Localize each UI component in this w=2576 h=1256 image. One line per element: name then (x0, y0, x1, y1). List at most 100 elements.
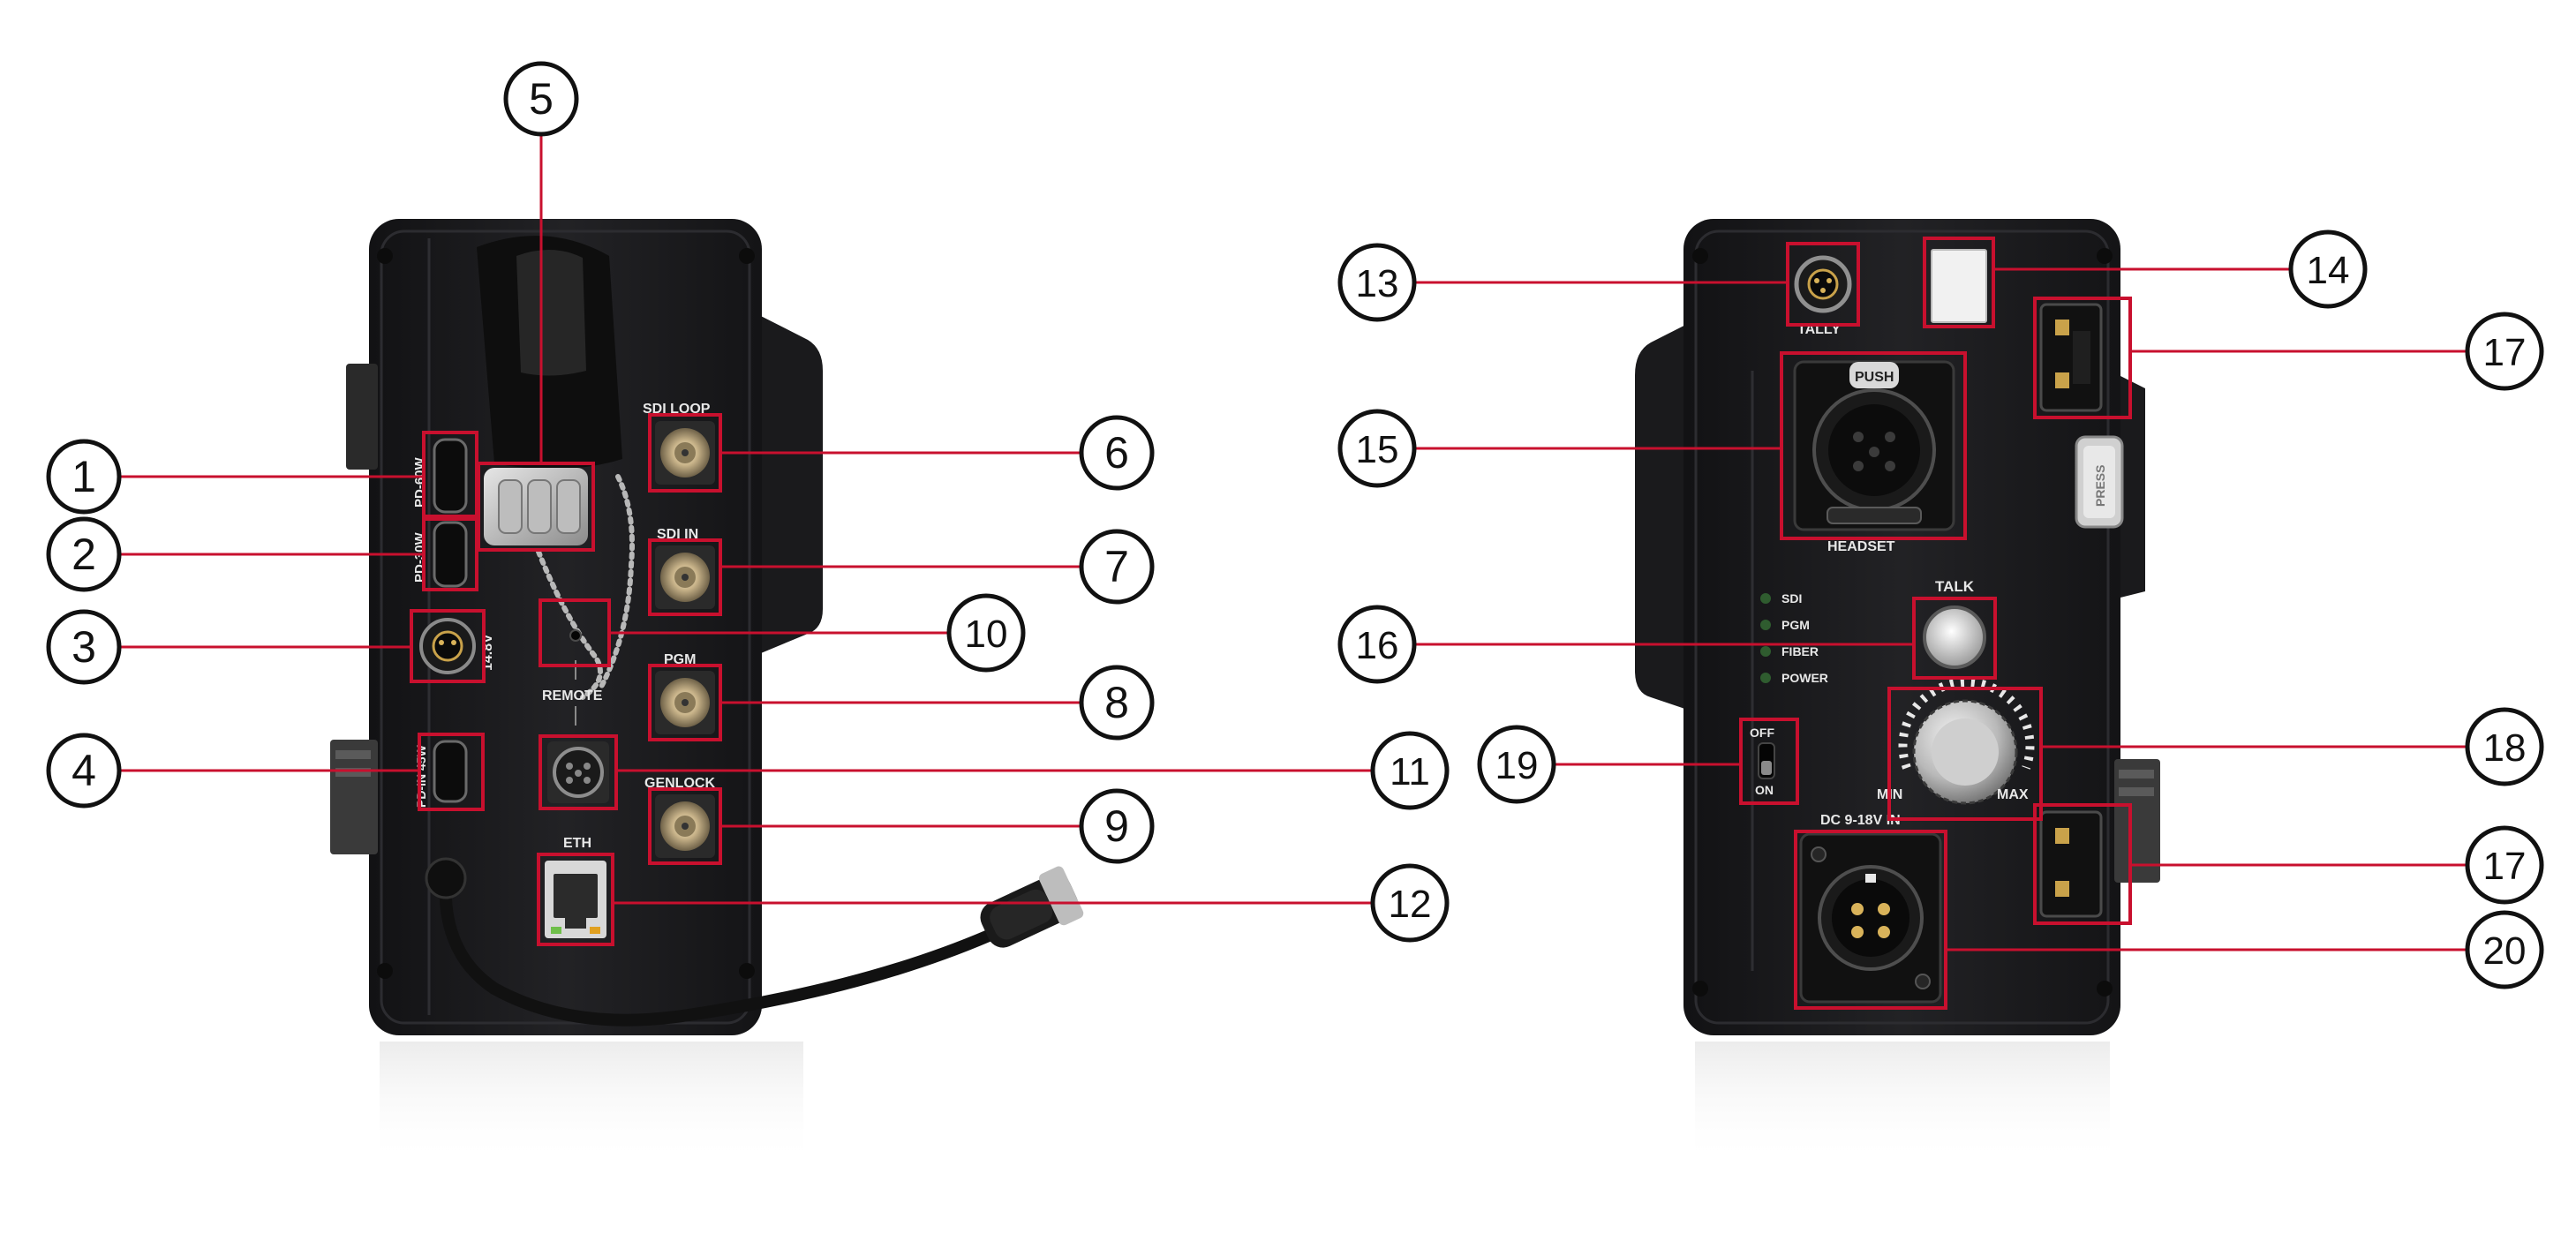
battery-release-button[interactable] (2075, 435, 2124, 529)
power-switch-lever (1761, 761, 1772, 775)
power-cable (439, 872, 995, 1027)
callout-13: 13 (1337, 243, 1417, 322)
right-unit: TALLY PUSH HEADSET SDI PGM FIBER POWER T… (1635, 219, 2160, 1165)
highlight-boxes (410, 237, 2132, 1010)
screw-icon (1692, 981, 1708, 997)
label-max: MAX (1997, 787, 2029, 802)
callout-5-number: 5 (529, 74, 554, 124)
screw-icon (2097, 981, 2113, 997)
volume-knob-cap (1932, 718, 1999, 786)
highlight-15 (1780, 351, 1967, 540)
led-sdi-indicator (1760, 593, 1771, 604)
highlight-7 (648, 538, 722, 616)
ethernet-port[interactable] (545, 861, 606, 938)
label-dc-in: DC 9-18V IN (1820, 813, 1901, 828)
led-power-indicator (1760, 673, 1771, 683)
highlight-14 (1923, 237, 1995, 328)
leader-lines (120, 132, 2467, 951)
callouts: 1 2 3 4 5 6 7 8 (46, 61, 2544, 989)
callout-8-number: 8 (1104, 678, 1129, 727)
callout-12: 12 (1370, 863, 1450, 943)
label-headset: HEADSET (1827, 539, 1895, 554)
highlight-12 (537, 853, 614, 946)
callout-3: 3 (46, 609, 122, 685)
callout-14-number: 14 (2307, 249, 2350, 292)
usb-c-port-pd60[interactable] (433, 438, 468, 514)
dc-in-xlr-connector[interactable] (1799, 832, 1942, 1004)
callout-9: 9 (1079, 788, 1155, 864)
callout-11-number: 11 (1390, 750, 1430, 793)
label-sdi-in: SDI IN (657, 527, 698, 542)
callout-5: 5 (503, 61, 579, 137)
label-press: PRESS (2093, 465, 2107, 507)
callout-1-number: 1 (72, 452, 96, 501)
tally-connector[interactable] (1794, 255, 1852, 313)
talk-button[interactable] (1923, 605, 1986, 669)
dtap-output-top[interactable] (2039, 303, 2103, 412)
callout-2-number: 2 (72, 530, 96, 579)
callout-2: 2 (46, 516, 122, 592)
lemo-14v8-inner (432, 630, 463, 662)
callout-17b-number: 17 (2483, 845, 2527, 888)
screw-icon (2097, 248, 2113, 264)
screw-icon (739, 963, 755, 979)
usb-c-port-pd30[interactable] (433, 521, 468, 588)
screw-icon (1692, 248, 1708, 264)
callout-10-number: 10 (965, 613, 1008, 656)
callout-4: 4 (46, 733, 122, 809)
left-body-bevel (380, 229, 751, 1025)
dtap-output-bottom[interactable] (2039, 810, 2103, 918)
highlight-13 (1786, 242, 1860, 327)
callout-20: 20 (2465, 910, 2544, 989)
callout-3-number: 3 (72, 622, 96, 672)
callout-20-number: 20 (2483, 929, 2527, 973)
label-eth: ETH (563, 836, 591, 851)
usb-c-port-pd-in[interactable] (433, 740, 468, 803)
label-pgm: PGM (664, 652, 696, 667)
remote-multipin-connector[interactable] (547, 741, 609, 803)
label-led-fiber: FIBER (1781, 644, 1819, 658)
tally-lamp (1931, 249, 1987, 323)
fiber-connector-slot (498, 479, 523, 534)
left-mount-plate-bottom-ridge (335, 768, 371, 777)
bnc-pgm[interactable] (655, 671, 715, 734)
headset-xlr-connector[interactable] (1793, 360, 1955, 531)
callout-19: 19 (1477, 725, 1556, 804)
bnc-sdi-in[interactable] (655, 545, 715, 609)
pin-icon (451, 640, 456, 645)
bnc-genlock[interactable] (655, 794, 715, 858)
bnc-sdi-loop[interactable] (655, 421, 715, 485)
label-off: OFF (1750, 726, 1774, 740)
callout-4-number: 4 (72, 746, 96, 795)
rubber-dust-cover-shine (516, 249, 586, 376)
callout-8: 8 (1079, 665, 1155, 741)
callout-17a-number: 17 (2483, 331, 2527, 374)
bead-chain (536, 474, 635, 700)
fiber-connector-slot (527, 479, 552, 534)
callout-18: 18 (2465, 707, 2544, 786)
callout-16: 16 (1337, 605, 1417, 684)
label-led-sdi: SDI (1781, 591, 1802, 605)
label-genlock: GENLOCK (644, 776, 715, 791)
callout-19-number: 19 (1495, 744, 1539, 787)
label-sdi-loop: SDI LOOP (643, 402, 711, 417)
highlight-11 (539, 734, 618, 810)
pin-icon (439, 640, 444, 645)
right-reflection (1695, 1042, 2110, 1165)
label-on: ON (1755, 783, 1774, 797)
left-unit: PD-60W PD-30W PD-IN 45W 14.8V (330, 219, 1084, 1165)
label-led-pgm: PGM (1781, 618, 1810, 632)
callout-13-number: 13 (1356, 262, 1399, 305)
right-body-bevel (1694, 229, 2110, 1025)
right-mount-plate-ridge (2119, 787, 2154, 796)
callout-18-number: 18 (2483, 726, 2527, 770)
label-push: PUSH (1855, 370, 1894, 385)
callout-12-number: 12 (1389, 883, 1432, 926)
callout-6: 6 (1079, 415, 1155, 491)
cable-grommet (425, 857, 467, 899)
callout-17a: 17 (2465, 312, 2544, 391)
fiber-connector-slot (556, 479, 581, 534)
remote-pinhole[interactable] (569, 629, 582, 642)
screw-icon (377, 963, 393, 979)
